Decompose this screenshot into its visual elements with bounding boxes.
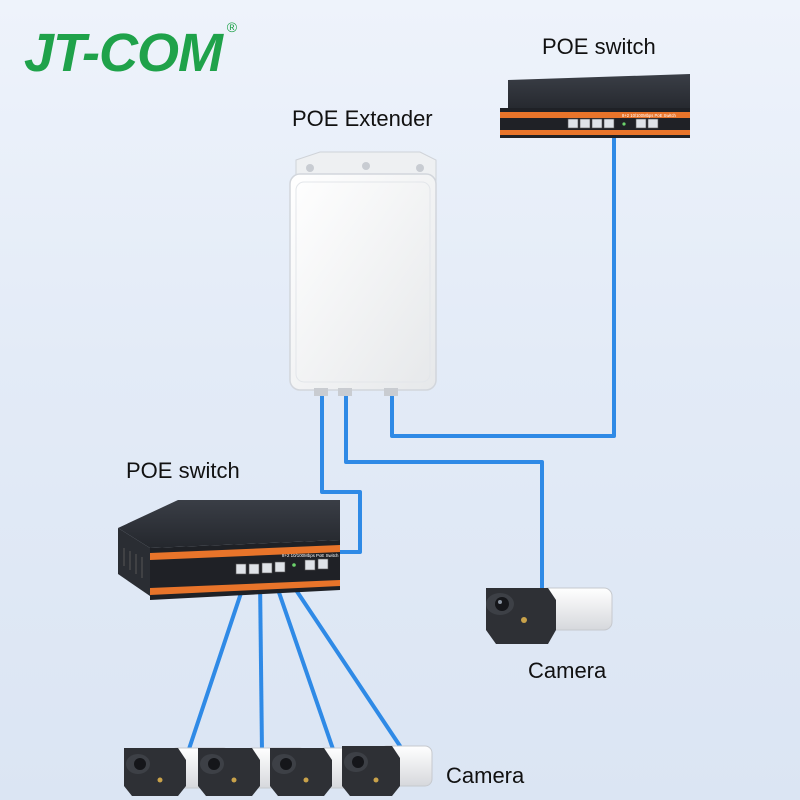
single-camera-label: Camera <box>528 658 607 683</box>
cable-extender-to-camera <box>344 392 544 590</box>
left-switch-panel-text: 8+2 10/100Mbps PoE Switch <box>282 553 339 558</box>
camera-row <box>124 745 433 796</box>
cable-to-camera-4 <box>286 576 406 754</box>
top-switch-label: POE switch <box>542 34 656 59</box>
cable-to-camera-2 <box>258 577 264 753</box>
camera-icon <box>342 745 433 796</box>
left-switch-label: POE switch <box>126 458 240 483</box>
cable-extender-to-top-switch <box>390 132 616 438</box>
cables <box>186 132 616 754</box>
extender-label: POE Extender <box>292 106 433 131</box>
cable-to-camera-3 <box>272 577 336 753</box>
cable-to-camera-1 <box>186 577 248 753</box>
registered-mark: ® <box>226 19 237 35</box>
left-poe-switch-icon: 8+2 10/100Mbps PoE Switch <box>118 500 340 600</box>
camera-row-label: Camera <box>446 763 525 788</box>
brand-logo-text: JT-COM <box>24 23 223 83</box>
top-poe-switch-icon: 8+2 10/100Mbps PoE Switch <box>500 74 690 138</box>
brand-logo: JT-COM ® <box>24 20 237 83</box>
cable-extender-to-left-switch <box>320 392 362 554</box>
top-switch-panel-text: 8+2 10/100Mbps PoE Switch <box>622 113 677 118</box>
poe-extender-icon <box>289 151 437 396</box>
single-camera-icon <box>486 587 613 644</box>
